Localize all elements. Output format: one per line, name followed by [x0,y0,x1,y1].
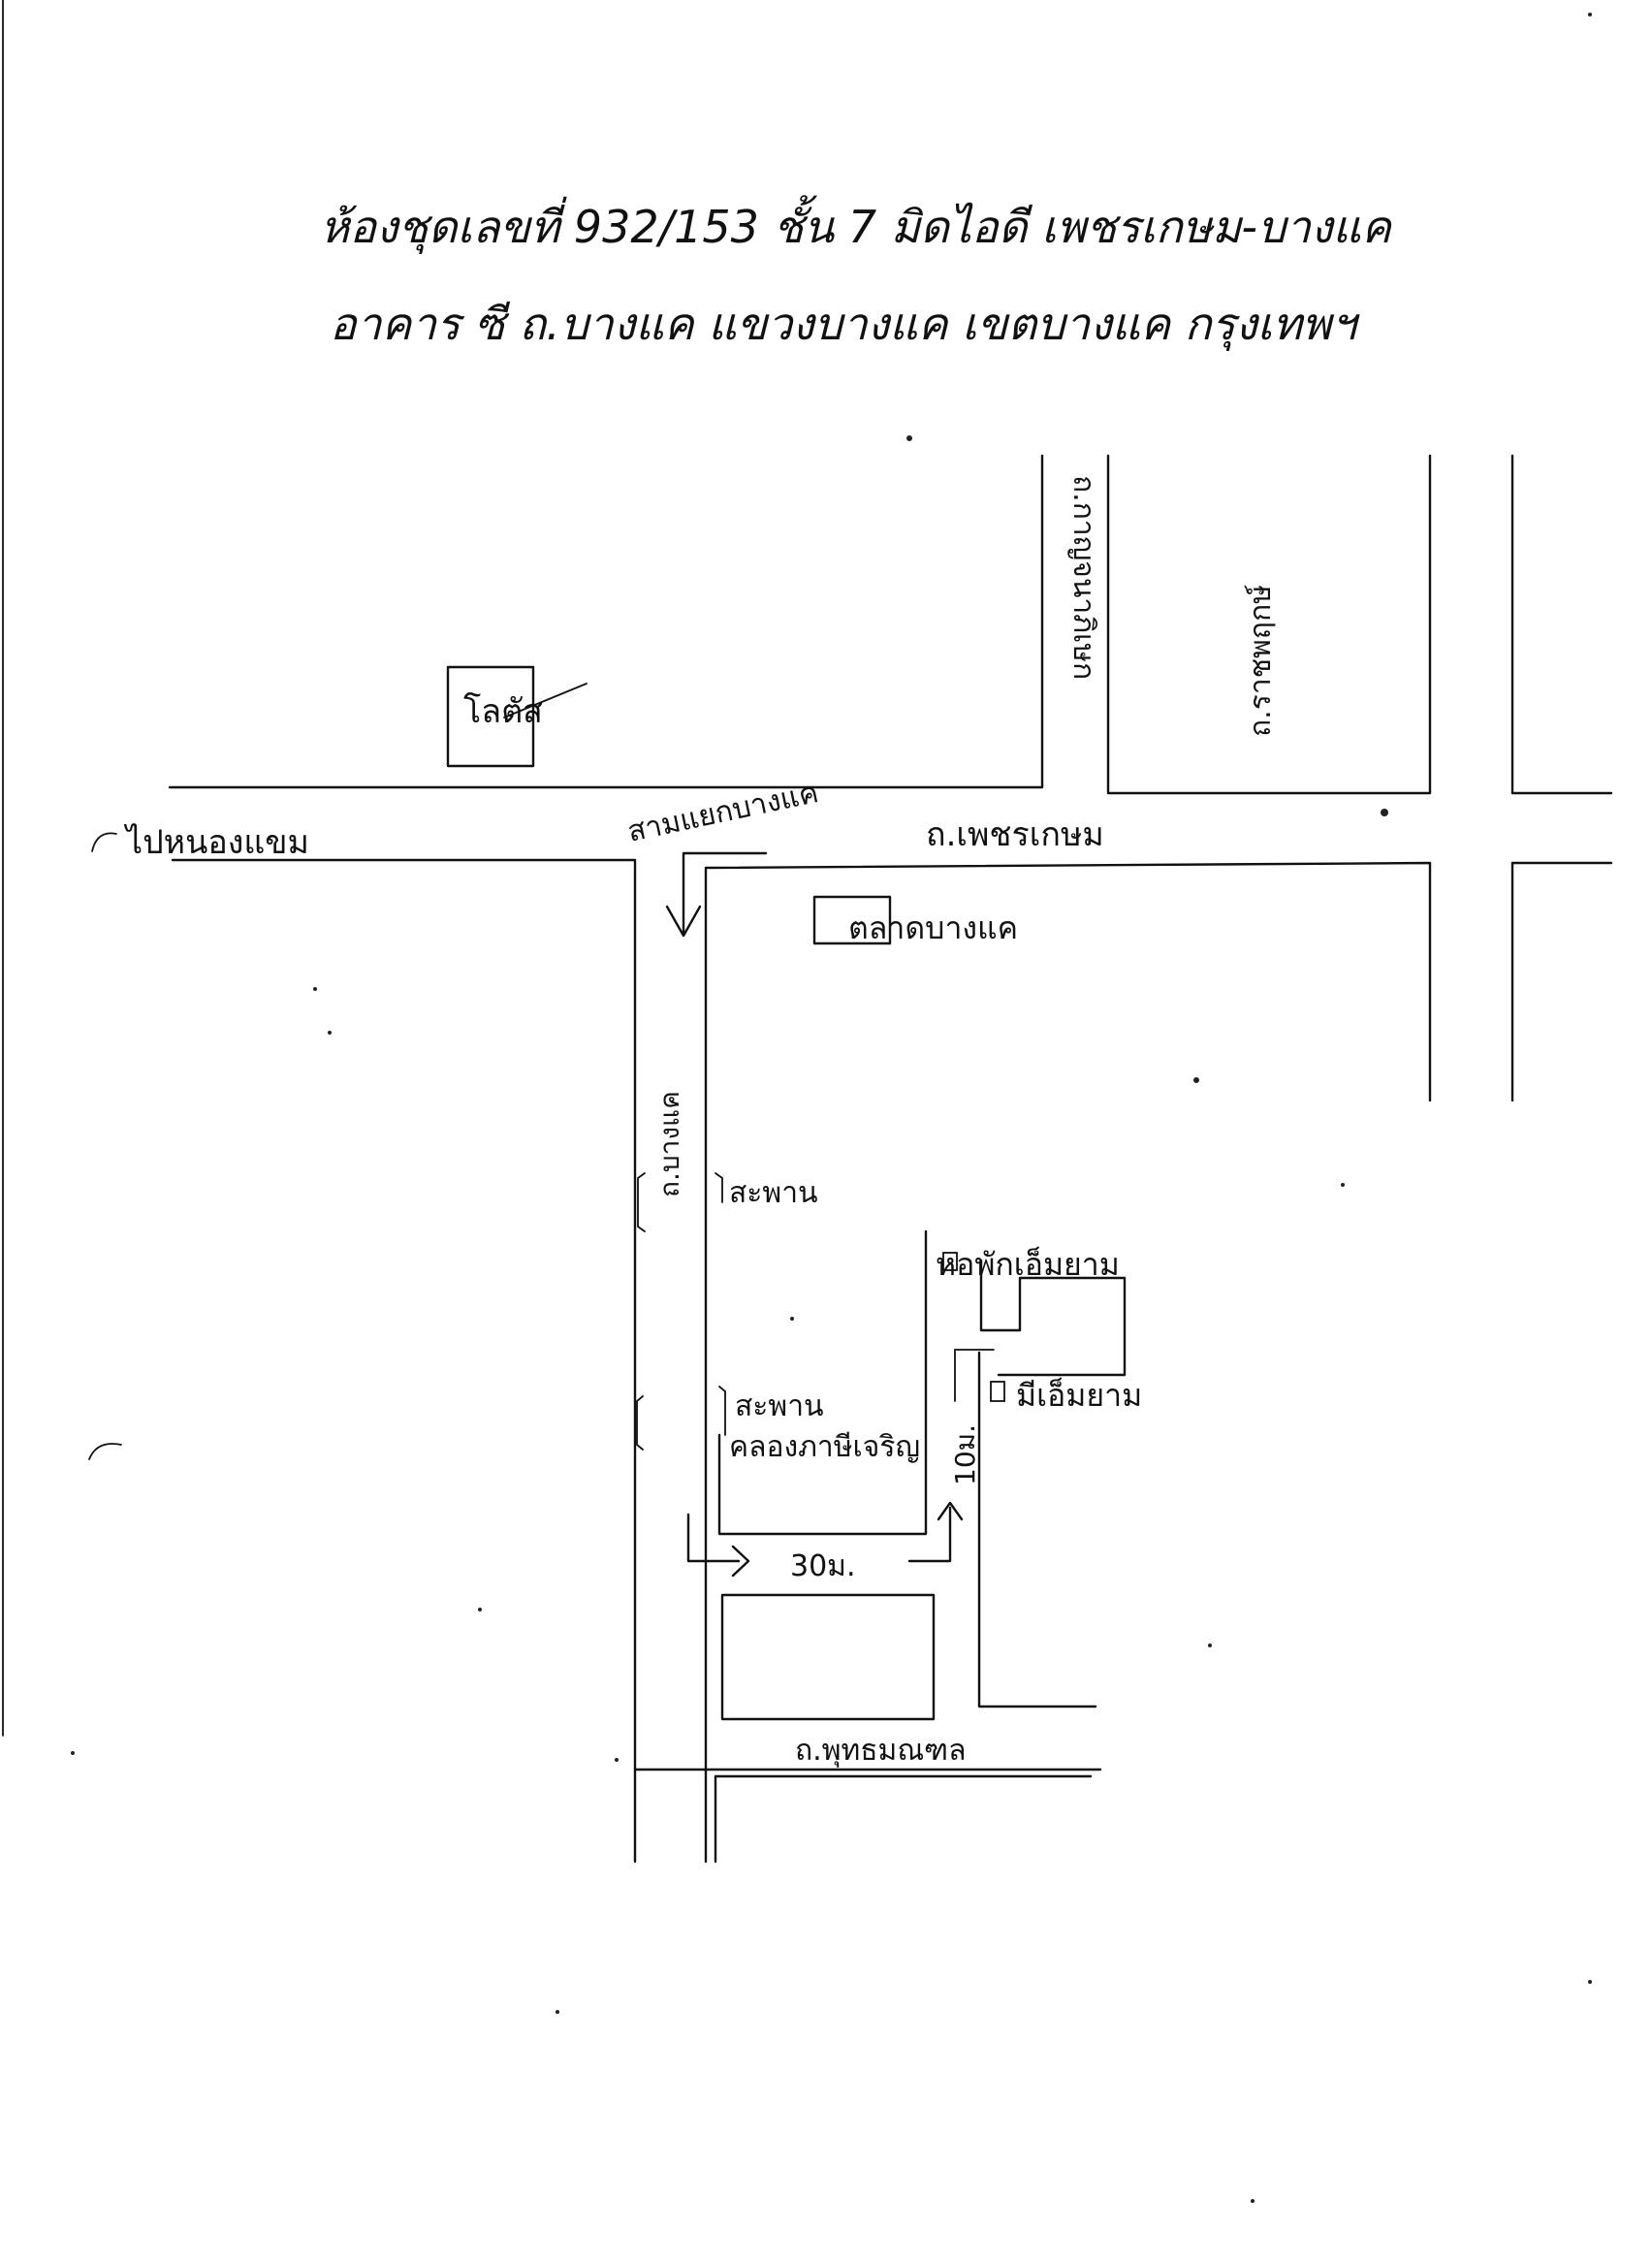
phetkasem-road-top-edge [168,454,1044,789]
phetkasem-road-bottom-edge-right [1510,861,1613,1102]
bridge-1-marker-left [637,1172,646,1232]
header-line-1: ห้องชุดเลขที่ 932/153 ชั้น 7 มิดไอดี เพช… [320,195,1393,254]
route-arrow-30m-head [731,1545,750,1578]
dormitory-bottom-label: มีเอ็มยาม [1016,1377,1142,1414]
turn-arrow-path [682,851,768,935]
lotus-store-label: โลตัส [463,692,543,731]
lotus-pointer [503,683,588,718]
soi-road-outline [717,1229,928,1536]
lotus-store-box [446,665,535,768]
distance-30m-label: 30ม. [790,1549,856,1583]
phetkasem-road-top-edge-2 [1106,454,1432,795]
bridge-1-marker-right [715,1172,723,1203]
road-phetkasem-label: ถ.เพชรเกษม [926,815,1104,854]
route-arrow-30m [686,1513,741,1563]
bottom-building-box [720,1593,936,1721]
bridge-2-marker-left [636,1395,644,1451]
bridge-2-label-line2: คลองภาษีเจริญ [729,1430,920,1464]
arrow-up-to-dorm [954,1349,995,1402]
road-ratchaphruek-label: ถ.ราชพฤกษ์ [1244,585,1278,737]
route-arrow-up [907,1506,952,1563]
road-side-vertical-label: ถ.บางแค [653,1091,685,1197]
stray-mark [88,1443,122,1460]
dormitory-top-marker [942,1252,958,1271]
road-left-origin-label: ไปหนองแขม [123,823,309,862]
phetkasem-road-bottom-edge-mid [704,861,1432,1864]
bangkhae-market-box [812,895,892,945]
road-bottom-label: ถ.พุทธมณฑล [795,1734,966,1769]
phetkasem-road-bottom-edge-left [171,858,637,1864]
bridge-1-label: สะพาน [729,1176,818,1210]
dormitory-bottom-marker [990,1381,1005,1402]
scan-speckles [71,13,1592,2203]
header-line-2: อาคาร ซี ถ.บางแค แขวงบางแค เขตบางแค กรุง… [330,298,1360,351]
dorm-block-outline [979,1259,1127,1377]
phetkasem-road-top-edge-3 [1510,454,1613,795]
road-kanlapaphruek-label: ถ.กาญจนาภิเษก [1066,475,1100,680]
bangkhae-market-label: ตลาดบางแค [848,909,1018,946]
dormitory-top-label: หอพักเอ็มยาม [936,1246,1120,1283]
bridge-2-label-line1: สะพาน [735,1389,824,1423]
soi-road-inner-right [977,1351,1097,1708]
route-arrow-up-head [937,1501,964,1521]
distance-10m-label: 10ม. [949,1424,981,1485]
road-left-arrow-mark [91,832,117,852]
bridge-2-marker-right [718,1386,726,1436]
bottom-road-bottom-edge [714,1774,1093,1864]
turn-arrow-head [665,905,702,938]
